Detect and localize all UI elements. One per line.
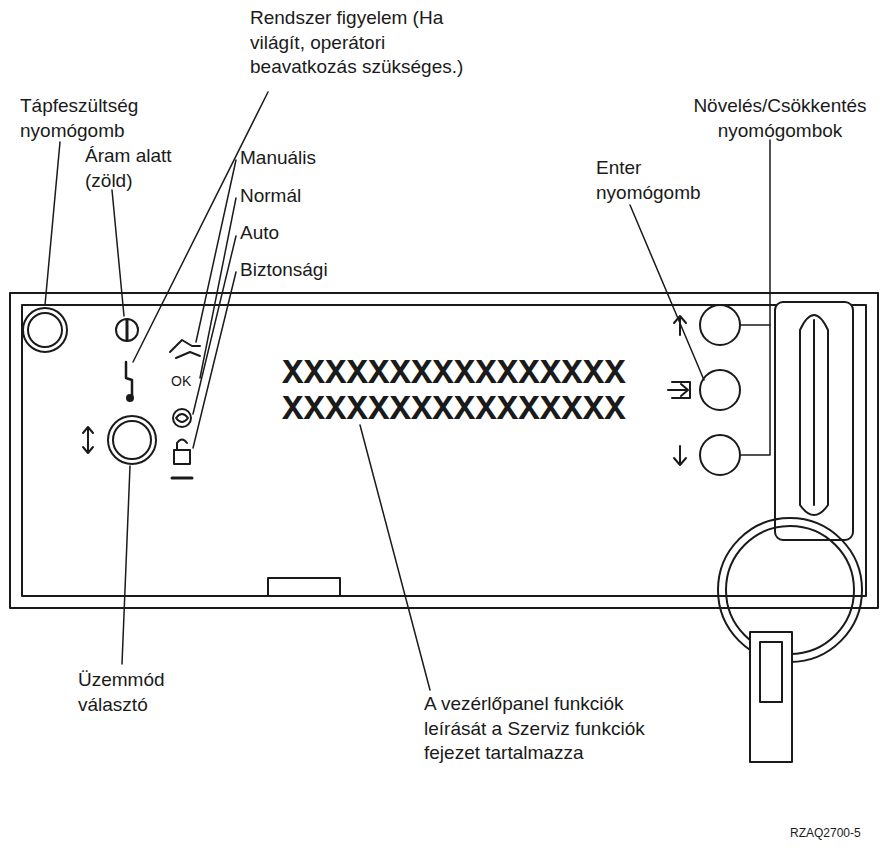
callout-label: Manuális xyxy=(240,146,390,171)
callout-label: Rendszer figyelem (Ha világít, operátori… xyxy=(250,6,475,80)
power-button-inner xyxy=(28,313,62,347)
lock-shackle xyxy=(177,440,187,451)
enter-button xyxy=(700,370,740,410)
mode-dot xyxy=(127,395,133,401)
secure-underline xyxy=(172,477,192,480)
callout-label: Normál xyxy=(240,184,390,209)
callout-label: A vezérlőpanel funkciók leírását a Szerv… xyxy=(424,692,674,766)
key-tag xyxy=(750,632,792,762)
figure-id: RZAQ2700-5 xyxy=(790,826,885,842)
mode-button-inner xyxy=(113,421,151,459)
panel-notch xyxy=(268,578,340,596)
callout-label: Növelés/Csökkentés nyomógombok xyxy=(680,94,880,143)
attention-symbol xyxy=(126,362,132,396)
callout-label: Áram alatt (zöld) xyxy=(85,144,195,193)
callout-label: Üzemmód választó xyxy=(78,668,183,717)
enter-arrow xyxy=(668,382,690,398)
leader-lines xyxy=(45,92,770,690)
decrement-button xyxy=(700,435,740,475)
down-arrow xyxy=(674,446,686,465)
key-head xyxy=(800,315,828,515)
mode-symbol-text: OK xyxy=(171,372,201,390)
display-text: XXXXXXXXXXXXXXXX xyxy=(282,356,662,392)
display-text: XXXXXXXXXXXXXXXX xyxy=(282,392,662,428)
power-button xyxy=(23,308,67,352)
auto-icon-inner xyxy=(176,414,188,422)
auto-icon xyxy=(173,409,191,427)
key-blade xyxy=(813,320,815,505)
panel-frame xyxy=(10,293,878,608)
callout-label: Enter nyomógomb xyxy=(596,156,716,205)
lock-icon xyxy=(174,450,190,464)
key-tag-slot xyxy=(760,642,782,702)
key-slot xyxy=(775,302,853,540)
power-light xyxy=(116,319,138,341)
mode-button xyxy=(108,416,156,464)
increment-button xyxy=(700,305,740,345)
updown-symbol xyxy=(83,427,93,453)
manual-icon xyxy=(170,340,200,358)
callout-label: Auto xyxy=(240,221,390,246)
callout-label: Biztonsági xyxy=(240,258,390,283)
callout-label: Tápfeszültség nyomógomb xyxy=(20,94,160,143)
power-light-bar xyxy=(126,320,129,340)
